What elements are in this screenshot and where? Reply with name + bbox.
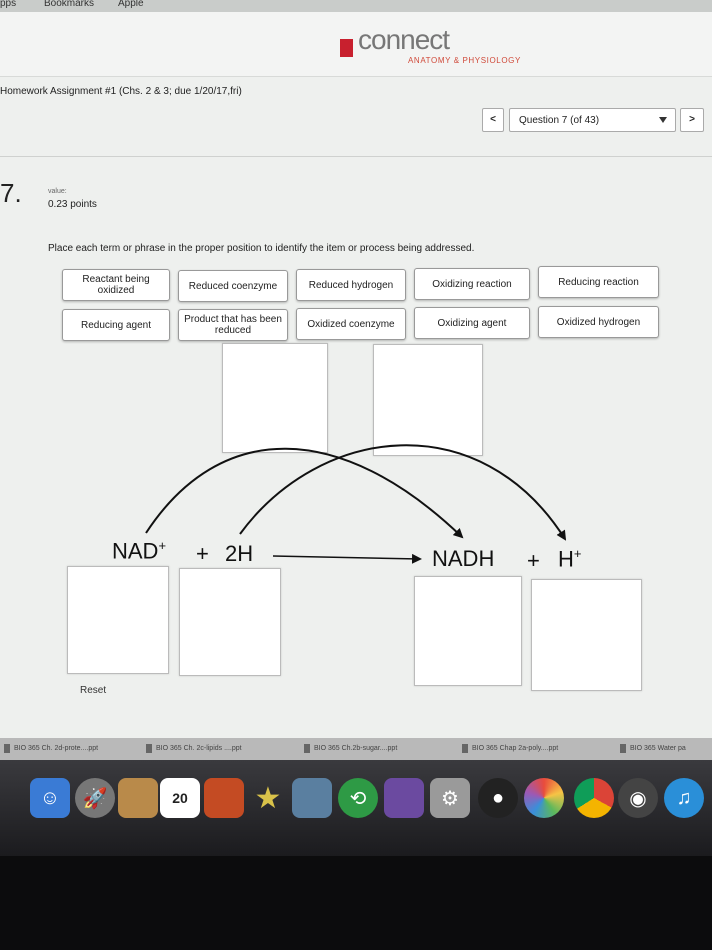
equation-nadh: NADH (432, 546, 495, 571)
reaction-arrow (272, 553, 422, 564)
term-chip[interactable]: Oxidized hydrogen (538, 306, 659, 338)
bookmark-apple[interactable]: Apple (118, 0, 144, 9)
script-editor-icon[interactable] (384, 778, 424, 818)
nad-text: NAD (112, 538, 159, 564)
value-label: value: (48, 188, 67, 195)
nad-charge: + (158, 538, 167, 553)
browser-screen: pps Bookmarks Apple connect ANATOMY & PH… (0, 0, 712, 760)
drop-target-nadh[interactable] (414, 576, 522, 686)
calendar-icon[interactable]: 20 (160, 778, 200, 818)
drop-target-nad[interactable] (67, 566, 169, 674)
h-text: H (558, 546, 574, 572)
file-icon (4, 743, 10, 753)
previous-question-button[interactable]: < (482, 108, 504, 132)
drop-target-h-plus[interactable] (531, 579, 642, 691)
reset-button[interactable]: Reset (80, 685, 107, 696)
download-item-label: BIO 365 Water pa (630, 745, 686, 752)
download-item[interactable]: BIO 365 Water pa (620, 738, 686, 760)
calendar-day: 20 (172, 790, 188, 806)
drop-target-top-right[interactable] (373, 344, 483, 456)
reaction-arrows (145, 444, 567, 564)
next-question-button[interactable]: > (680, 108, 704, 132)
term-chip[interactable]: Oxidizing agent (414, 307, 530, 339)
question-select[interactable]: Question 7 (of 43) (509, 108, 676, 132)
term-chip[interactable]: Reducing agent (62, 309, 170, 341)
drop-target-top-left[interactable] (222, 343, 328, 453)
question-select-value: Question 7 (of 43) (519, 115, 600, 126)
keynote-icon[interactable] (204, 778, 244, 818)
h-charge: + (573, 546, 582, 561)
mcgraw-hill-logo-icon (340, 39, 353, 57)
equation-h-plus: H+ (558, 546, 581, 572)
term-chip[interactable]: Reducing reaction (538, 266, 659, 298)
assignment-title: Homework Assignment #1 (Chs. 2 & 3; due … (0, 86, 242, 97)
term-chip[interactable]: Reduced hydrogen (296, 269, 406, 301)
photo-booth-icon[interactable]: ● (478, 778, 518, 818)
file-icon (304, 743, 310, 753)
brand-name: connect (358, 24, 450, 55)
question-number: 7. (0, 178, 22, 208)
download-item-label: BIO 365 Ch. 2c-lipids ....ppt (156, 745, 242, 752)
download-item[interactable]: BIO 365 Ch. 2d-prote....ppt (4, 738, 98, 760)
color-wheel-icon[interactable] (524, 778, 564, 818)
term-chip[interactable]: Reactant being oxidized (62, 269, 170, 301)
download-item[interactable]: BIO 365 Ch. 2c-lipids ....ppt (146, 738, 242, 760)
download-item[interactable]: BIO 365 Chap 2a-poly....ppt (462, 738, 558, 760)
download-item-label: BIO 365 Chap 2a-poly....ppt (472, 745, 559, 752)
time-machine-icon[interactable]: ⟲ (338, 778, 378, 818)
file-icon (462, 743, 468, 753)
webcam-icon[interactable]: ◉ (618, 778, 658, 818)
equation-nad: NAD+ (112, 538, 166, 564)
bookmark-bookmarks[interactable]: Bookmarks (44, 0, 95, 9)
drop-target-2h[interactable] (179, 568, 281, 676)
chevron-down-icon (659, 117, 667, 123)
divider (0, 156, 712, 157)
question-instruction: Place each term or phrase in the proper … (48, 243, 475, 254)
itunes-icon[interactable]: ♫ (664, 778, 704, 818)
mac-dock: ☺ 🚀 20 ★ ⟲ ⚙ ● ◉ ♫ (0, 760, 712, 950)
download-item[interactable]: BIO 365 Ch.2b-sugar....ppt (304, 738, 397, 760)
arc-2h-to-h-plus (239, 444, 567, 541)
contacts-icon[interactable] (118, 778, 158, 818)
connect-header: connect ANATOMY & PHYSIOLOGY (0, 12, 712, 77)
term-chip[interactable]: Reduced coenzyme (178, 270, 288, 302)
system-preferences-icon[interactable]: ⚙ (430, 778, 470, 818)
term-chip[interactable]: Oxidized coenzyme (296, 308, 406, 340)
brand-subtitle: ANATOMY & PHYSIOLOGY (408, 56, 521, 65)
term-chip[interactable]: Oxidizing reaction (414, 268, 530, 300)
iphoto-icon[interactable] (292, 778, 332, 818)
finder-icon[interactable]: ☺ (30, 778, 70, 818)
equation-plus-right: + (527, 548, 540, 573)
file-icon (146, 743, 152, 753)
question-points: 0.23 points (48, 199, 97, 210)
download-item-label: BIO 365 Ch. 2d-prote....ppt (14, 745, 99, 752)
imovie-icon[interactable]: ★ (254, 781, 282, 815)
downloads-bar: BIO 365 Ch. 2d-prote....ppt BIO 365 Ch. … (0, 738, 712, 760)
equation-plus-left: + (196, 541, 209, 566)
bookmark-apps[interactable]: pps (0, 0, 17, 9)
bookmarks-bar: pps Bookmarks Apple (0, 0, 712, 12)
download-item-label: BIO 365 Ch.2b-sugar....ppt (314, 745, 398, 752)
equation-2h: 2H (225, 541, 254, 566)
chrome-icon[interactable] (574, 778, 614, 818)
term-chip[interactable]: Product that has been reduced (178, 309, 288, 341)
arc-nad-to-nadh (145, 447, 464, 539)
launchpad-icon[interactable]: 🚀 (75, 778, 115, 818)
file-icon (620, 743, 626, 753)
